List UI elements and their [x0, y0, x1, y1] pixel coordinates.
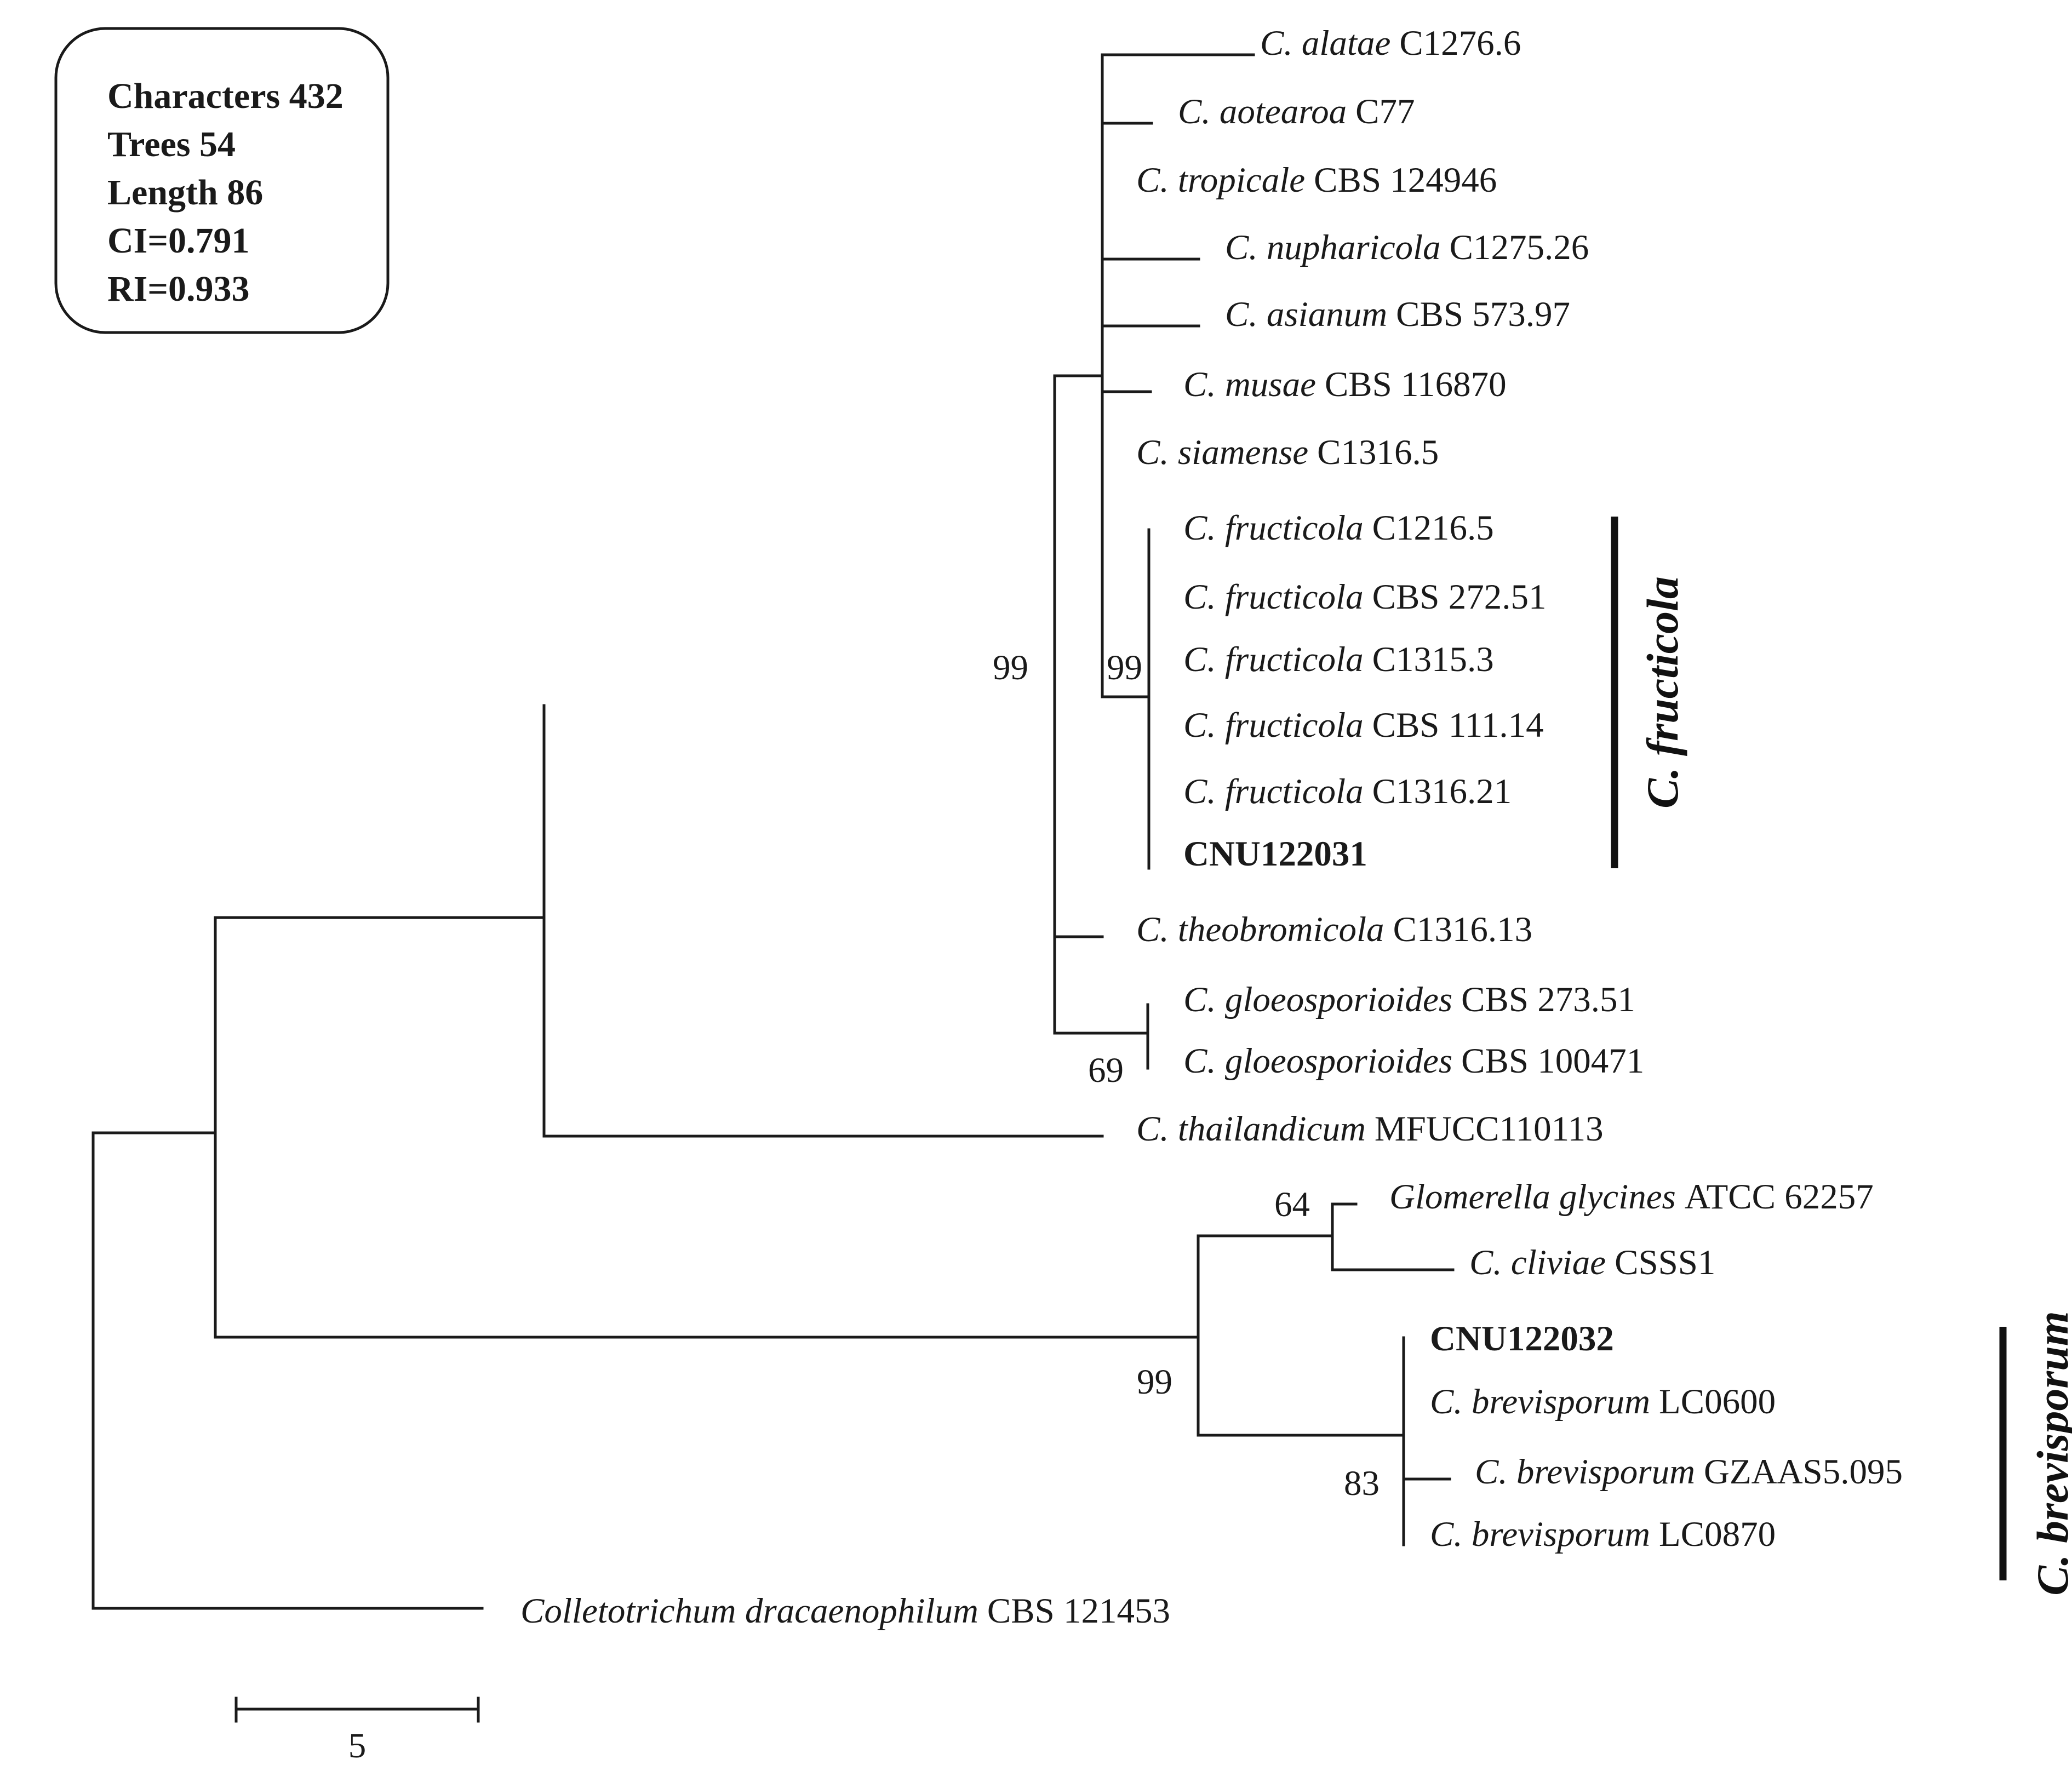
clade-label-fructicola: C. fructicola: [1638, 576, 1687, 809]
taxon-species-name: C. musae: [1183, 365, 1316, 404]
taxon-species-name: C. gloeosporioides: [1183, 1041, 1452, 1081]
taxon-species-name: C. nupharicola: [1225, 228, 1441, 267]
stats-box: Characters 432 Trees 54 Length 86 CI=0.7…: [54, 27, 390, 334]
taxon-species-name: C. fructicola: [1183, 640, 1364, 679]
clade-brevisporum: C. brevisporum: [1999, 1311, 2072, 1596]
support-value: 64: [1274, 1185, 1310, 1224]
taxon-strain: ATCC 62257: [1685, 1177, 1874, 1217]
taxon-strain: CBS 116870: [1325, 365, 1507, 404]
taxon-strain: CSSS1: [1615, 1243, 1715, 1282]
scale-bar-label: 5: [348, 1726, 367, 1765]
stats-length: Length 86: [107, 173, 263, 213]
taxon-strain: C1316.5: [1317, 433, 1439, 472]
taxon-strain: CBS 573.97: [1396, 295, 1570, 334]
taxon-species-name: C. brevisporum: [1430, 1515, 1650, 1554]
taxon-strain: CBS 121453: [987, 1591, 1170, 1631]
taxon-species-name: C. gloeosporioides: [1183, 980, 1452, 1019]
taxon-strain: CBS 100471: [1461, 1041, 1644, 1081]
taxon-strain: CNU122032: [1430, 1319, 1614, 1359]
taxon-species-name: C. cliviae: [1469, 1243, 1606, 1282]
taxon-species-name: Colletotrichum dracaenophilum: [520, 1591, 978, 1631]
stats-box-frame: [54, 27, 390, 334]
taxon-strain: C1315.3: [1372, 640, 1494, 679]
taxon-label: CNU122031: [1183, 834, 1367, 874]
taxon-strain: GZAAS5.095: [1704, 1452, 1903, 1492]
support-value: 99: [1137, 1362, 1172, 1402]
taxon-strain: CBS 111.14: [1372, 706, 1544, 745]
clade-fructicola: C. fructicola: [1611, 517, 1687, 868]
taxon-strain: CNU122031: [1183, 834, 1367, 874]
taxon-species-name: C. thailandicum: [1136, 1109, 1366, 1149]
stats-ri: RI=0.933: [107, 269, 249, 309]
taxon-species-name: C. fructicola: [1183, 508, 1364, 548]
taxon-species-name: C. tropicale: [1136, 161, 1305, 200]
support-value: 99: [993, 648, 1028, 687]
taxon-species-name: C. theobromicola: [1136, 910, 1384, 949]
taxon-strain: C1316.21: [1372, 772, 1512, 811]
taxon-species-name: C. alatae: [1260, 24, 1390, 63]
taxon-species-name: C. fructicola: [1183, 577, 1364, 617]
support-value: 69: [1088, 1051, 1124, 1090]
support-value: 99: [1107, 648, 1142, 687]
support-value: 83: [1344, 1464, 1380, 1503]
taxon-strain: C1316.13: [1393, 910, 1533, 949]
taxon-strain: CBS 272.51: [1372, 577, 1547, 617]
taxon-strain: C1216.5: [1372, 508, 1494, 548]
taxon-species-name: C. aotearoa: [1178, 92, 1347, 131]
taxon-species-name: C. brevisporum: [1430, 1382, 1650, 1422]
taxon-strain: C1275.26: [1450, 228, 1589, 267]
stats-characters: Characters 432: [107, 76, 344, 116]
taxon-species-name: C. asianum: [1225, 295, 1387, 334]
taxon-strain: LC0600: [1659, 1382, 1776, 1422]
taxon-species-name: Glomerella glycines: [1389, 1177, 1676, 1217]
taxon-strain: C1276.6: [1399, 24, 1521, 63]
clade-label-brevisporum: C. brevisporum: [2028, 1311, 2072, 1595]
support-values: 99 99 69 64 99 83: [993, 648, 1380, 1503]
scale-bar: 5: [234, 1697, 480, 1765]
stats-trees: Trees 54: [107, 124, 236, 164]
taxon-label: CNU122032: [1430, 1319, 1614, 1359]
taxon-strain: CBS 124946: [1314, 161, 1497, 200]
taxon-strain: C77: [1355, 92, 1415, 131]
taxon-species-name: C. brevisporum: [1475, 1452, 1695, 1492]
taxon-strain: CBS 273.51: [1461, 980, 1635, 1019]
tree-branches: [91, 53, 1455, 1610]
stats-ci: CI=0.791: [107, 221, 249, 261]
taxon-species-name: C. siamense: [1136, 433, 1308, 472]
taxon-strain: MFUCC110113: [1375, 1109, 1604, 1149]
taxon-species-name: C. fructicola: [1183, 772, 1364, 811]
taxon-species-name: C. fructicola: [1183, 706, 1364, 745]
taxon-strain: LC0870: [1659, 1515, 1776, 1554]
